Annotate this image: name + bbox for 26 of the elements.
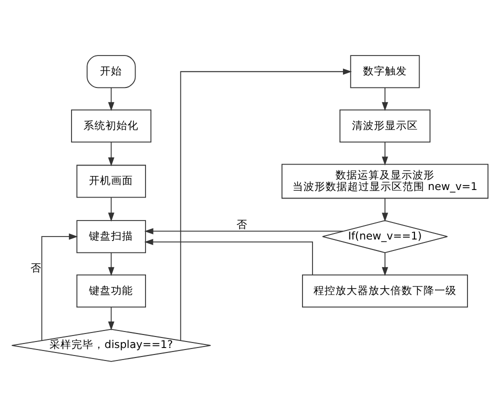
arrow	[382, 252, 388, 276]
edge-label: 否	[30, 262, 42, 275]
arrow	[180, 68, 352, 341]
arrow	[382, 198, 388, 222]
edge-label: 否	[236, 218, 248, 232]
node-box: 系统初始化	[71, 110, 152, 142]
node-box: 开机画面	[76, 164, 146, 198]
node-box: 键盘扫描	[76, 220, 146, 254]
node-box: 程控放大器放大倍数下降一级	[302, 274, 468, 308]
node-box: 数字触发	[350, 55, 420, 88]
arrow	[108, 197, 114, 222]
node-box: 数据运算及显示波形 当波形数据超过显示区范围 new_v=1	[282, 164, 488, 199]
node-box: 清波形显示区	[340, 110, 430, 142]
node-diamond: If(new_v==1)	[322, 220, 448, 254]
arrow	[144, 228, 344, 234]
arrow	[108, 252, 114, 276]
arrow	[144, 238, 313, 276]
node-box: 开始	[86, 55, 136, 88]
node-box: 键盘功能	[76, 274, 146, 308]
node-diamond: 采样完毕，display==1?	[11, 328, 212, 362]
arrow	[382, 142, 388, 166]
arrow	[108, 306, 114, 330]
arrow	[382, 88, 388, 112]
arrow	[108, 88, 114, 112]
arrow	[41, 233, 78, 341]
arrow	[108, 142, 114, 166]
